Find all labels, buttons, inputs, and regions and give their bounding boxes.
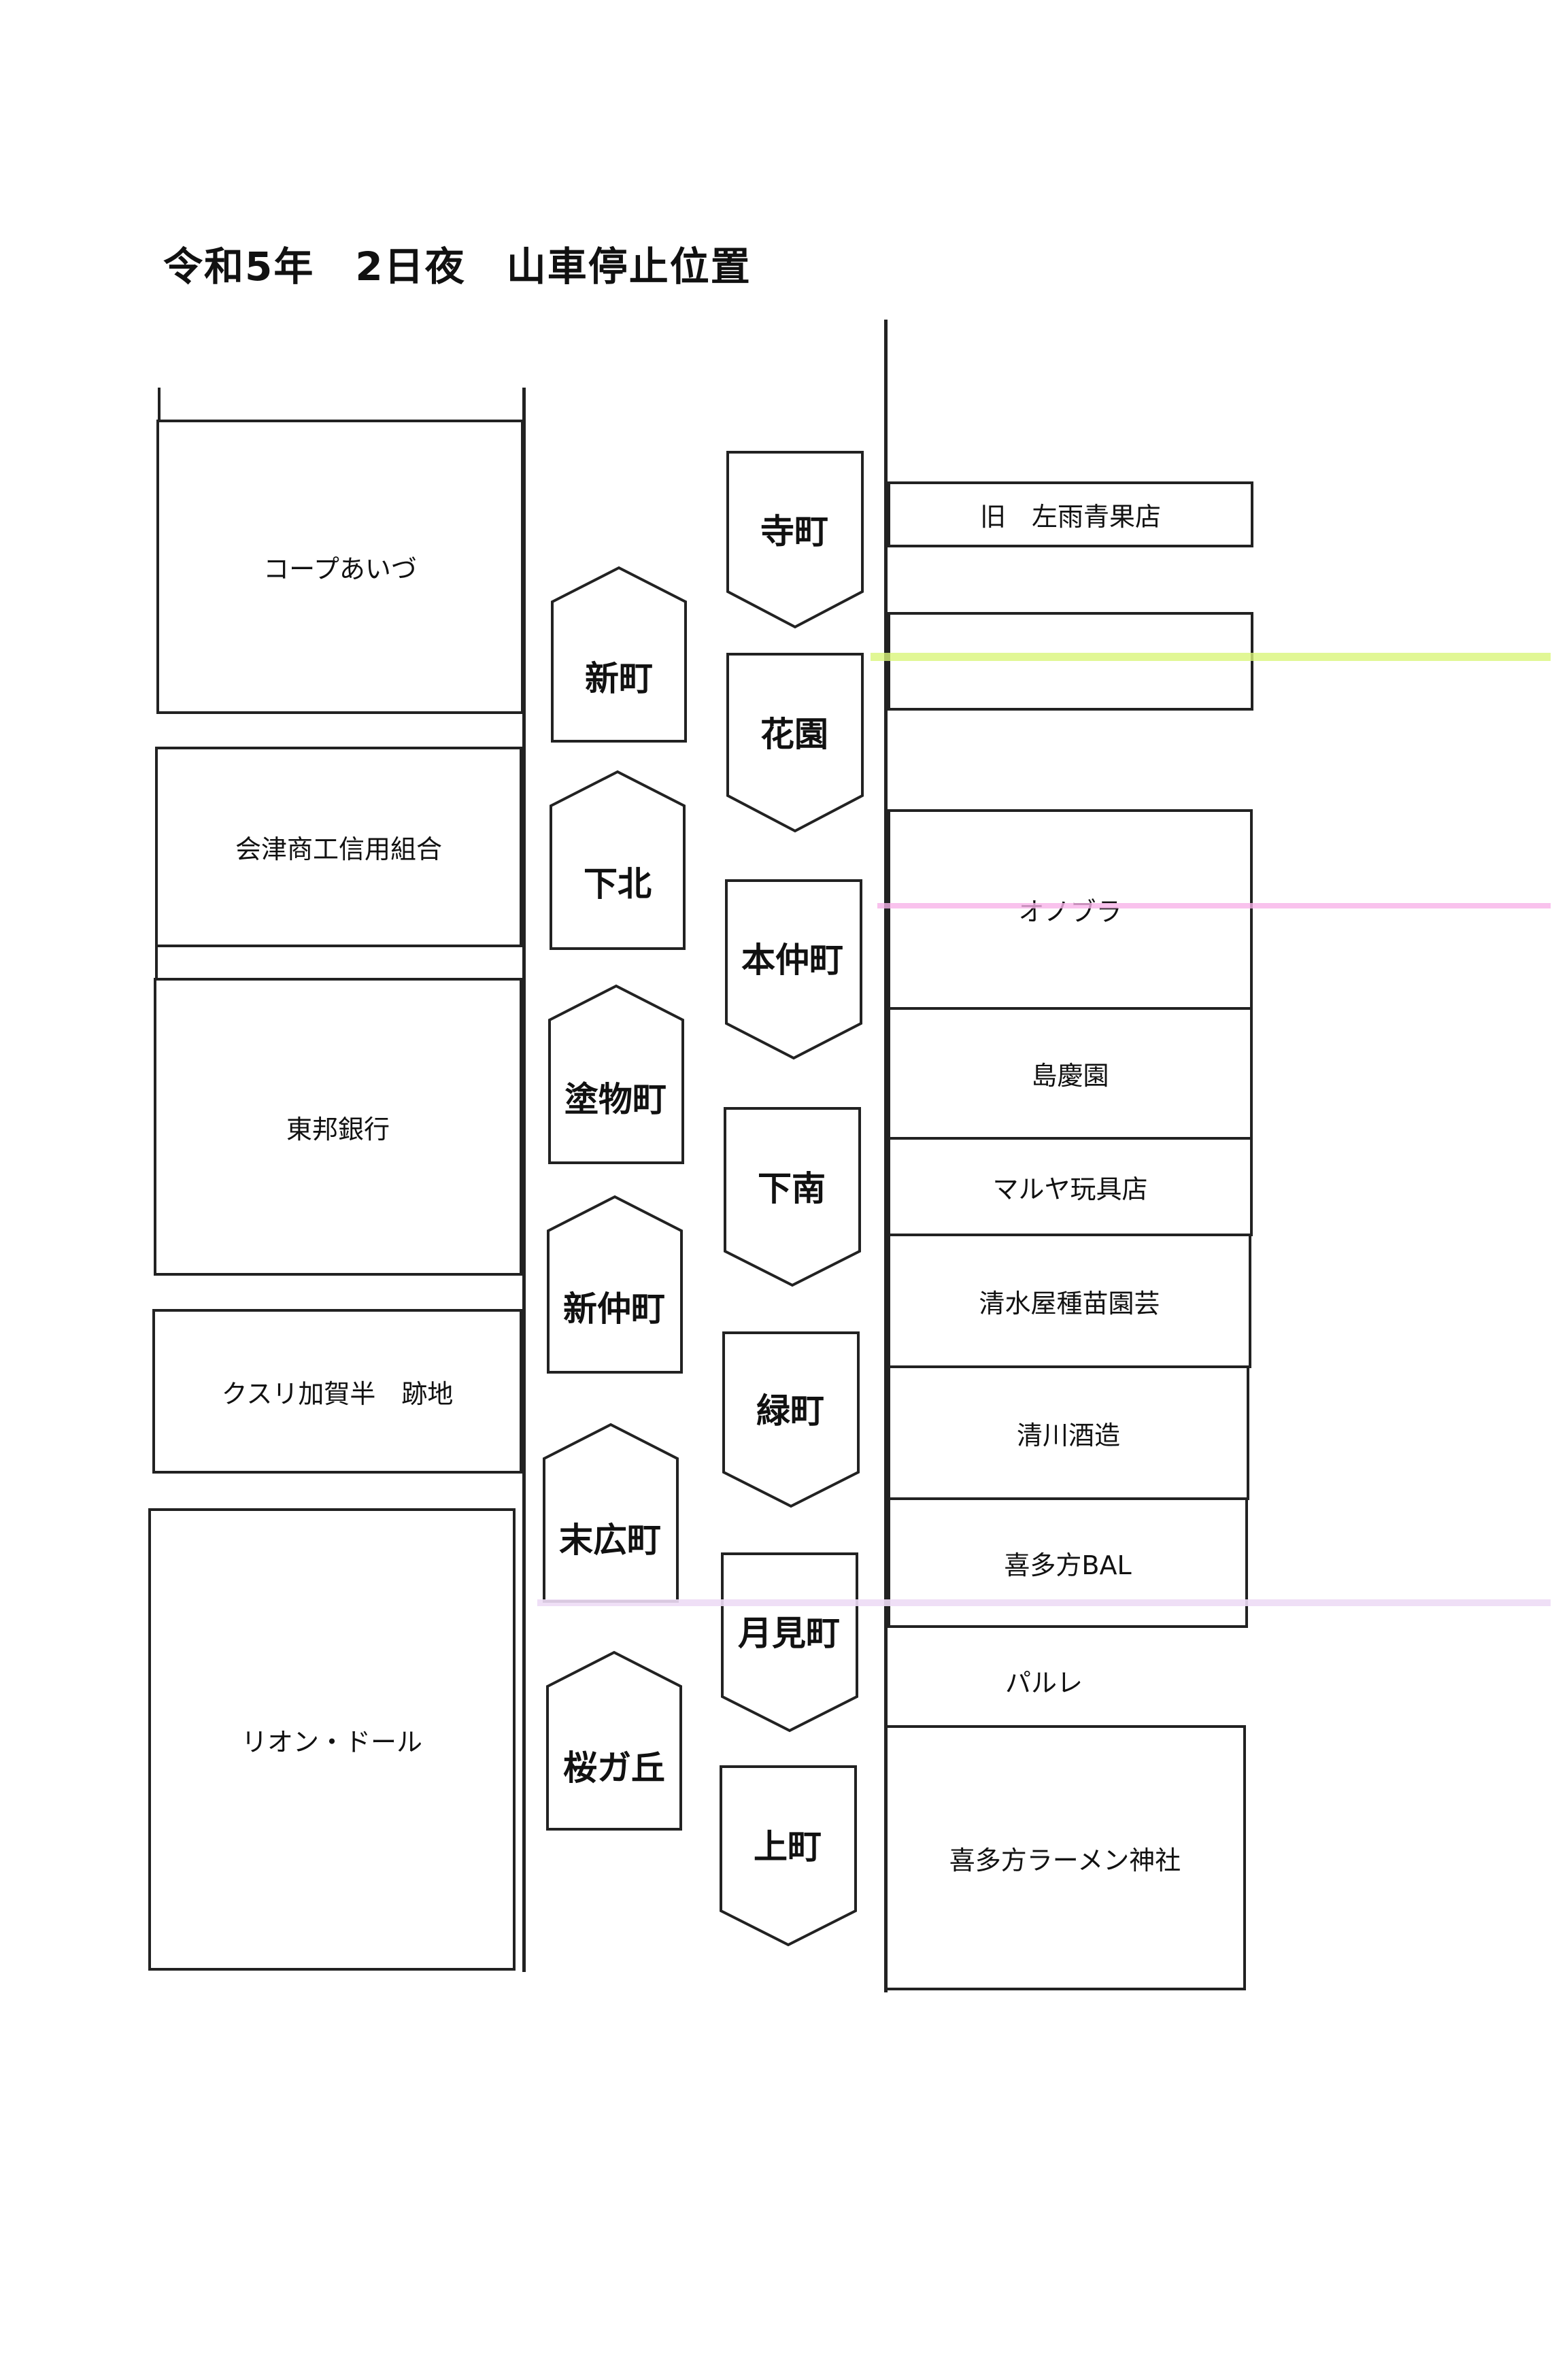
building-label: マルヤ玩具店	[992, 1174, 1148, 1204]
building-label: オノブラ	[1018, 897, 1122, 927]
float-shape-sakuragaoka	[546, 1650, 682, 1831]
building-kitakata-ramen-shrine: 喜多方ラーメン神社	[884, 1725, 1246, 1990]
float-label-teramachi: 寺町	[760, 512, 828, 551]
building-label: 東邦銀行	[286, 1114, 390, 1144]
scan-artifact-pink	[877, 903, 1551, 908]
building-label: 喜多方BAL	[1004, 1550, 1132, 1580]
building-coop-aizu: コープあいづ	[156, 420, 524, 714]
float-label-shinmachi: 新町	[585, 659, 653, 698]
float-shape-hanazono	[726, 653, 864, 833]
float-shape-shimominami	[724, 1107, 861, 1287]
building-label: リオン・ドール	[241, 1727, 422, 1757]
float-shape-nurimonomachi	[548, 984, 684, 1164]
float-label-midorimachi: 緑町	[756, 1391, 824, 1431]
left-road-edge	[522, 388, 526, 1972]
float-shape-suehirocho	[543, 1423, 679, 1603]
building-aizu-shoko-shinkumi: 会津商工信用組合	[155, 747, 522, 947]
float-shape-midorimachi	[722, 1331, 860, 1508]
map-title: 令和5年 2日夜 山車停止位置	[163, 243, 752, 290]
float-label-shimominami: 下南	[758, 1169, 826, 1208]
float-label-tsukimicho: 月見町	[738, 1614, 840, 1653]
float-label-kamimachi: 上町	[754, 1827, 822, 1867]
building-label: 旧 左雨青果店	[979, 502, 1161, 532]
float-label-hanazono: 花園	[760, 715, 828, 754]
float-shape-tsukimicho	[721, 1552, 858, 1733]
building-label: クスリ加賀半 跡地	[221, 1378, 454, 1409]
building-label: 清水屋種苗園芸	[979, 1288, 1160, 1319]
building-label: 喜多方ラーメン神社	[949, 1845, 1181, 1875]
right-road-edge	[884, 320, 888, 1992]
scan-artifact-lavender	[537, 1599, 1551, 1606]
float-label-shinnakamachi: 新仲町	[563, 1289, 665, 1329]
building-label: コープあいづ	[263, 554, 417, 584]
float-shape-honnakamachi	[725, 879, 862, 1060]
float-label-honnakamachi: 本仲町	[741, 940, 843, 980]
float-shape-kamimachi	[720, 1765, 857, 1947]
float-label-nurimonomachi: 塗物町	[564, 1080, 667, 1119]
building-kitakata-bal: 喜多方BAL	[888, 1497, 1248, 1628]
float-shape-shimokita	[550, 770, 686, 950]
left-divider	[155, 947, 158, 978]
float-shape-shinnakamachi	[547, 1195, 683, 1374]
building-label: 清川酒造	[1016, 1420, 1120, 1450]
scan-artifact-green	[871, 653, 1551, 661]
float-label-suehirocho: 末広町	[559, 1520, 661, 1560]
float-label-sakuragaoka: 桜ガ丘	[563, 1748, 665, 1788]
building-lion-dor: リオン・ドール	[148, 1508, 516, 1971]
building-unreadable	[888, 612, 1253, 711]
float-shape-shinmachi	[551, 566, 687, 743]
float-shape-teramachi	[726, 451, 864, 629]
building-label: 会津商工信用組合	[235, 834, 442, 864]
building-former-sau-seika: 旧 左雨青果店	[888, 481, 1253, 547]
building-label: 島慶園	[1031, 1061, 1109, 1091]
parure-label: パルレ	[1005, 1668, 1083, 1698]
left-top-edge	[158, 388, 161, 422]
building-kusuri-kagahan-site: クスリ加賀半 跡地	[152, 1309, 522, 1474]
building-toho-bank: 東邦銀行	[154, 978, 522, 1276]
float-label-shimokita: 下北	[584, 864, 652, 904]
